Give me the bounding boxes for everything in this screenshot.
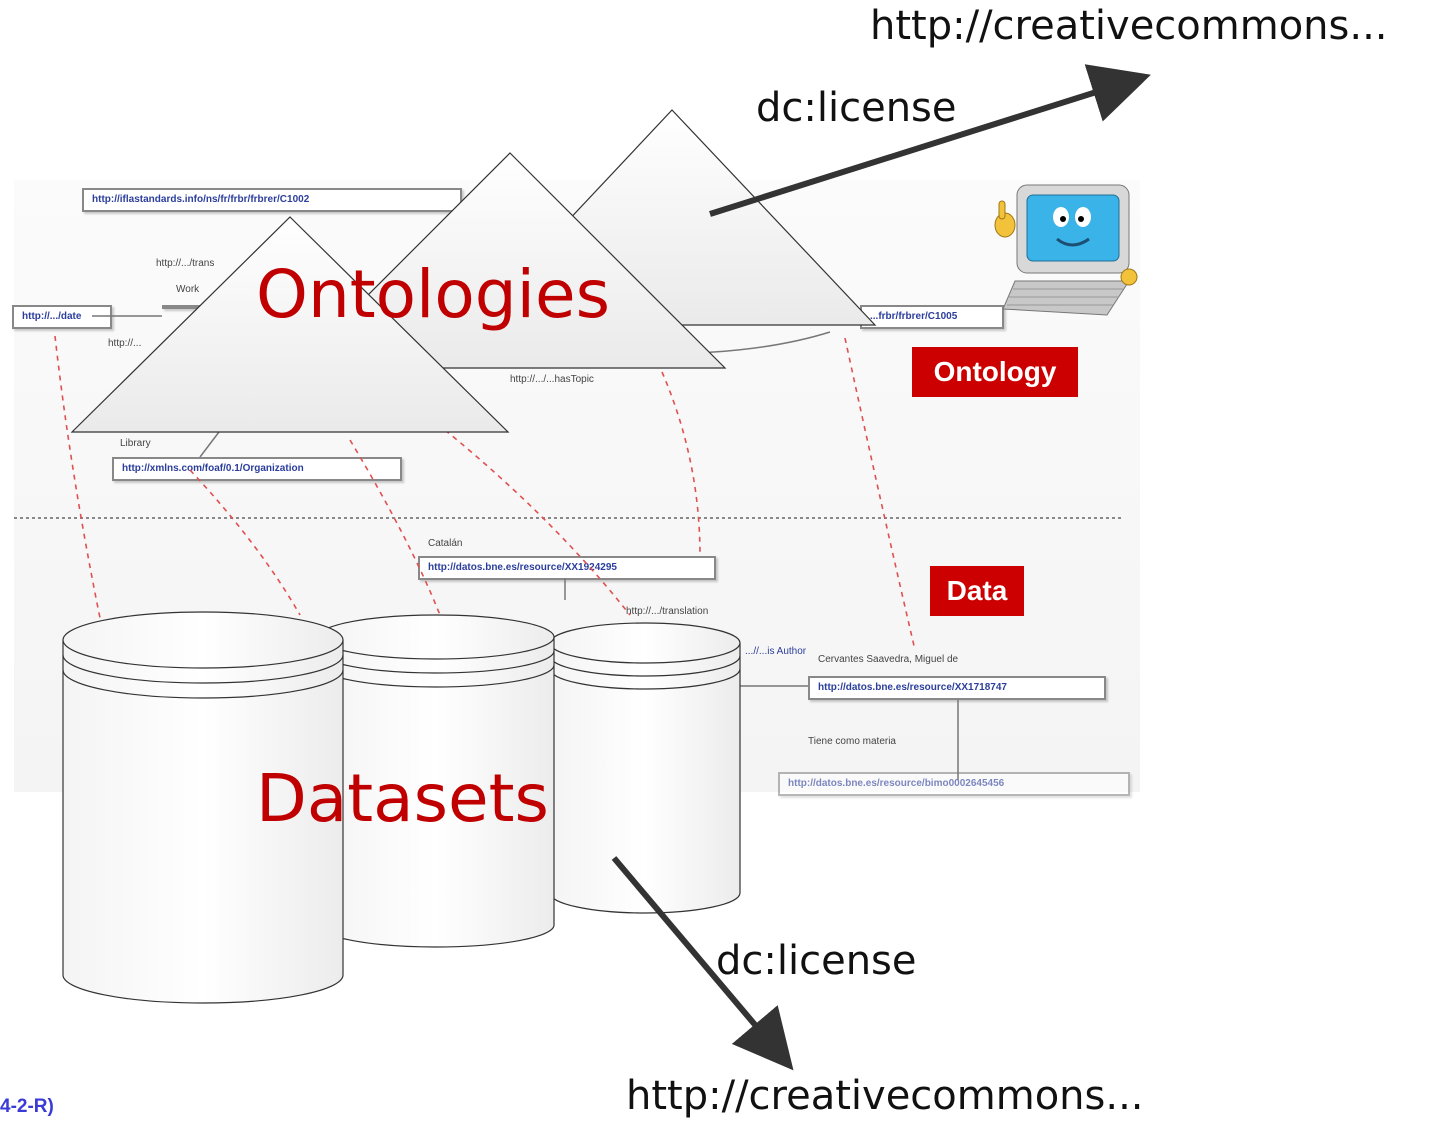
cylinder-left: [62, 611, 344, 1004]
label-http-trans: http://.../trans: [156, 258, 215, 269]
top-license-arrow: [709, 64, 1151, 217]
label-work: Work: [176, 284, 200, 295]
footer-code: 4-2-R): [0, 1096, 54, 1117]
ontologies-label: Ontologies: [256, 256, 610, 333]
top-license-url: http://creativecommons...: [870, 3, 1388, 49]
node-bottom-resource: http://datos.bne.es/resource/bimo0002645…: [778, 772, 1130, 796]
label-is-author: ...//...is Author: [745, 646, 807, 657]
dataset-cylinders: [62, 611, 741, 1004]
ontology-badge: Ontology: [912, 347, 1078, 397]
label-tiene-materia: Tiene como materia: [808, 736, 896, 747]
node-frbr-c1005: ...frbr/frbrer/C1005: [860, 305, 1004, 329]
top-license-label: dc:license: [756, 85, 957, 131]
label-library: Library: [120, 438, 151, 449]
cylinder-middle: [317, 614, 555, 948]
node-frbr-c1002: http://iflastandards.info/ns/fr/frbr/frb…: [82, 188, 462, 212]
node-date: http://.../date: [12, 305, 112, 329]
bottom-license-arrow: [611, 856, 794, 1071]
data-badge: Data: [930, 566, 1024, 616]
label-http-left: http://...: [108, 338, 142, 349]
bottom-license-url: http://creativecommons...: [626, 1073, 1144, 1119]
datasets-label: Datasets: [256, 760, 549, 837]
node-resource-xx1924295: http://datos.bne.es/resource/XX1924295: [418, 556, 716, 580]
red-dashed-links: [54, 335, 916, 651]
label-cervantes: Cervantes Saavedra, Miguel de: [818, 654, 959, 665]
label-translation: http://.../translation: [626, 606, 709, 617]
node-organization: http://xmlns.com/foaf/0.1/Organization: [112, 457, 402, 481]
node-resource-xx1718747: http://datos.bne.es/resource/XX1718747: [808, 676, 1106, 700]
ontology-triangles: [70, 109, 877, 433]
bottom-license-label: dc:license: [716, 938, 917, 984]
computer-mascot-icon: [994, 184, 1138, 316]
cylinder-right: [549, 622, 741, 914]
label-has-topic: http://.../...hasTopic: [510, 374, 594, 385]
label-catalan: Catalán: [428, 538, 463, 549]
